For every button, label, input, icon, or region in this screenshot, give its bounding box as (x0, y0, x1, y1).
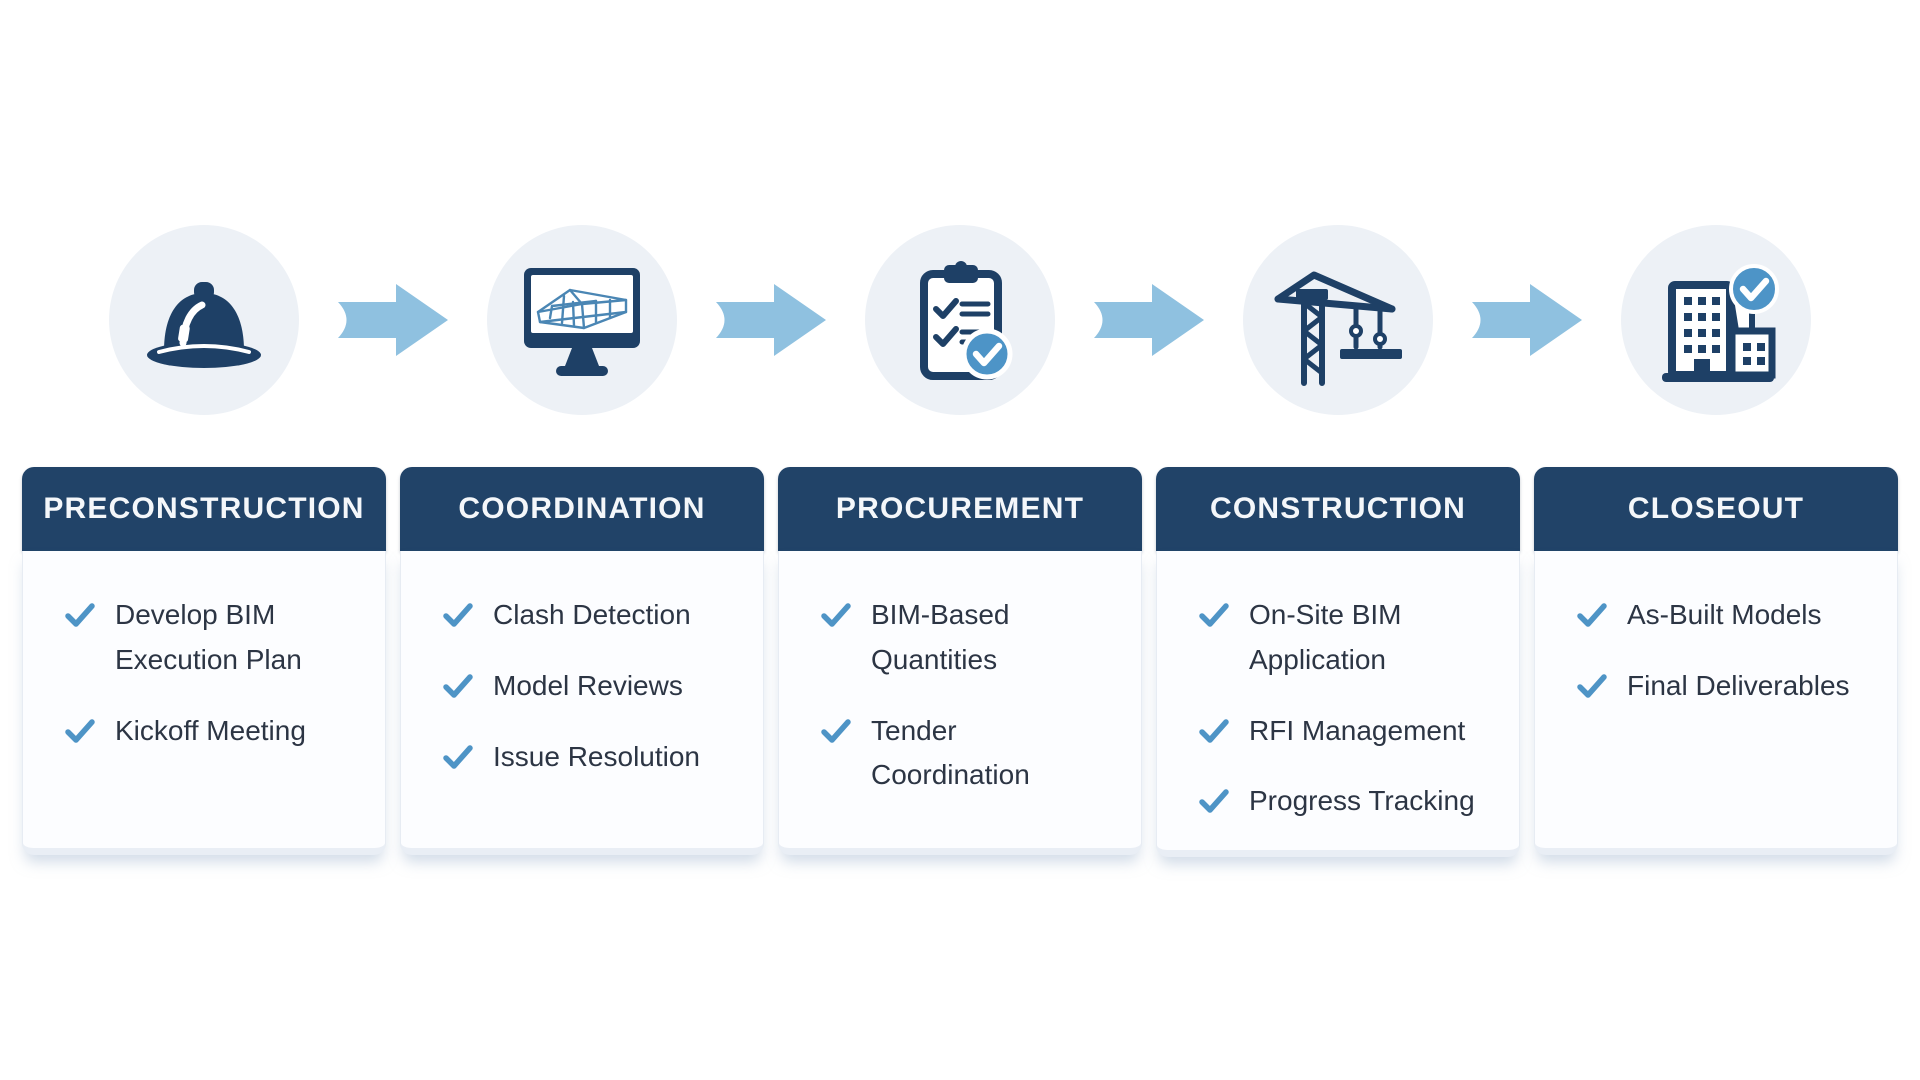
check-icon (443, 744, 473, 769)
check-icon (65, 603, 95, 627)
phase-card-closeout: CLOSEOUT As-Built Models Final Deliverab… (1534, 467, 1898, 855)
checklist-item: Model Reviews (441, 664, 749, 709)
tower-crane-icon (1274, 271, 1402, 386)
phase-header: PRECONSTRUCTION (22, 467, 386, 551)
phase-3-icon-circle (865, 225, 1055, 415)
arrow-right-icon (716, 284, 826, 356)
phase-card-coordination: COORDINATION Clash Detection Model Revie… (400, 467, 764, 855)
arrow-right-icon (338, 284, 448, 356)
check-icon (443, 603, 473, 627)
phase-2-icon-cell (400, 225, 826, 415)
checklist-item-label: RFI Management (1249, 714, 1466, 746)
checklist-item: As-Built Models (1575, 593, 1883, 638)
phase-checklist: Clash Detection Model Reviews Issue Reso… (400, 551, 764, 855)
check-icon (821, 718, 851, 743)
phase-cards-row: PRECONSTRUCTION Develop BIM Execution Pl… (22, 467, 1898, 858)
check-icon (1199, 789, 1229, 814)
checklist-item-label: Model Reviews (493, 669, 683, 701)
arrow-right-icon (1472, 284, 1582, 356)
phase-header: COORDINATION (400, 467, 764, 551)
checklist-item-label: On-Site BIM Application (1249, 599, 1402, 675)
phase-checklist: Develop BIM Execution Plan Kickoff Meeti… (22, 551, 386, 855)
checklist-item: RFI Management (1197, 709, 1505, 754)
check-icon (1577, 674, 1607, 698)
checklist-item: Final Deliverables (1575, 664, 1883, 709)
checklist-item: Clash Detection (441, 593, 749, 638)
phase-card-procurement: PROCUREMENT BIM-Based Quantities Tender … (778, 467, 1142, 855)
phase-1-icon-cell (22, 225, 448, 415)
checklist-item-label: Kickoff Meeting (115, 714, 306, 746)
arrow-right-icon (1094, 284, 1204, 356)
phase-header: PROCUREMENT (778, 467, 1142, 551)
checklist-clipboard-icon (920, 261, 1013, 380)
phase-checklist: On-Site BIM Application RFI Management P… (1156, 551, 1520, 858)
phase-4-icon-circle (1243, 225, 1433, 415)
check-icon (1199, 718, 1229, 743)
check-icon (65, 718, 95, 743)
hard-hat-icon (147, 282, 261, 368)
building-check-icon (1662, 264, 1779, 382)
phase-card-construction: CONSTRUCTION On-Site BIM Application RFI… (1156, 467, 1520, 858)
checklist-item: BIM-Based Quantities (819, 593, 1127, 683)
check-icon (1199, 603, 1229, 627)
phase-4-icon-cell (1156, 225, 1582, 415)
checklist-item-label: Final Deliverables (1627, 669, 1850, 701)
phase-header: CLOSEOUT (1534, 467, 1898, 551)
phase-1-icon-circle (109, 225, 299, 415)
phase-3-icon-cell (778, 225, 1204, 415)
checklist-item: Tender Coordination (819, 709, 1127, 799)
bim-model-monitor-icon (524, 268, 640, 376)
checklist-item: Develop BIM Execution Plan (63, 593, 371, 683)
checklist-item-label: Tender Coordination (871, 714, 1030, 791)
phase-2-icon-circle (487, 225, 677, 415)
checklist-item: Kickoff Meeting (63, 709, 371, 754)
phase-card-preconstruction: PRECONSTRUCTION Develop BIM Execution Pl… (22, 467, 386, 855)
check-icon (821, 603, 851, 627)
phase-5-icon-circle (1621, 225, 1811, 415)
checklist-item-label: Issue Resolution (493, 740, 701, 772)
phase-5-icon-cell (1534, 225, 1898, 415)
phase-icon-row (22, 225, 1898, 415)
checklist-item-label: As-Built Models (1627, 599, 1822, 630)
phase-checklist: As-Built Models Final Deliverables (1534, 551, 1898, 855)
check-icon (1577, 603, 1607, 627)
checklist-item-label: Clash Detection (493, 599, 691, 630)
checklist-item: Progress Tracking (1197, 779, 1505, 824)
checklist-item-label: Progress Tracking (1249, 785, 1475, 817)
phase-header: CONSTRUCTION (1156, 467, 1520, 551)
checklist-item: On-Site BIM Application (1197, 593, 1505, 683)
checklist-item: Issue Resolution (441, 735, 749, 780)
checklist-item-label: Develop BIM Execution Plan (115, 599, 302, 675)
phase-checklist: BIM-Based Quantities Tender Coordination (778, 551, 1142, 855)
check-icon (443, 674, 473, 698)
checklist-item-label: BIM-Based Quantities (871, 599, 1010, 675)
